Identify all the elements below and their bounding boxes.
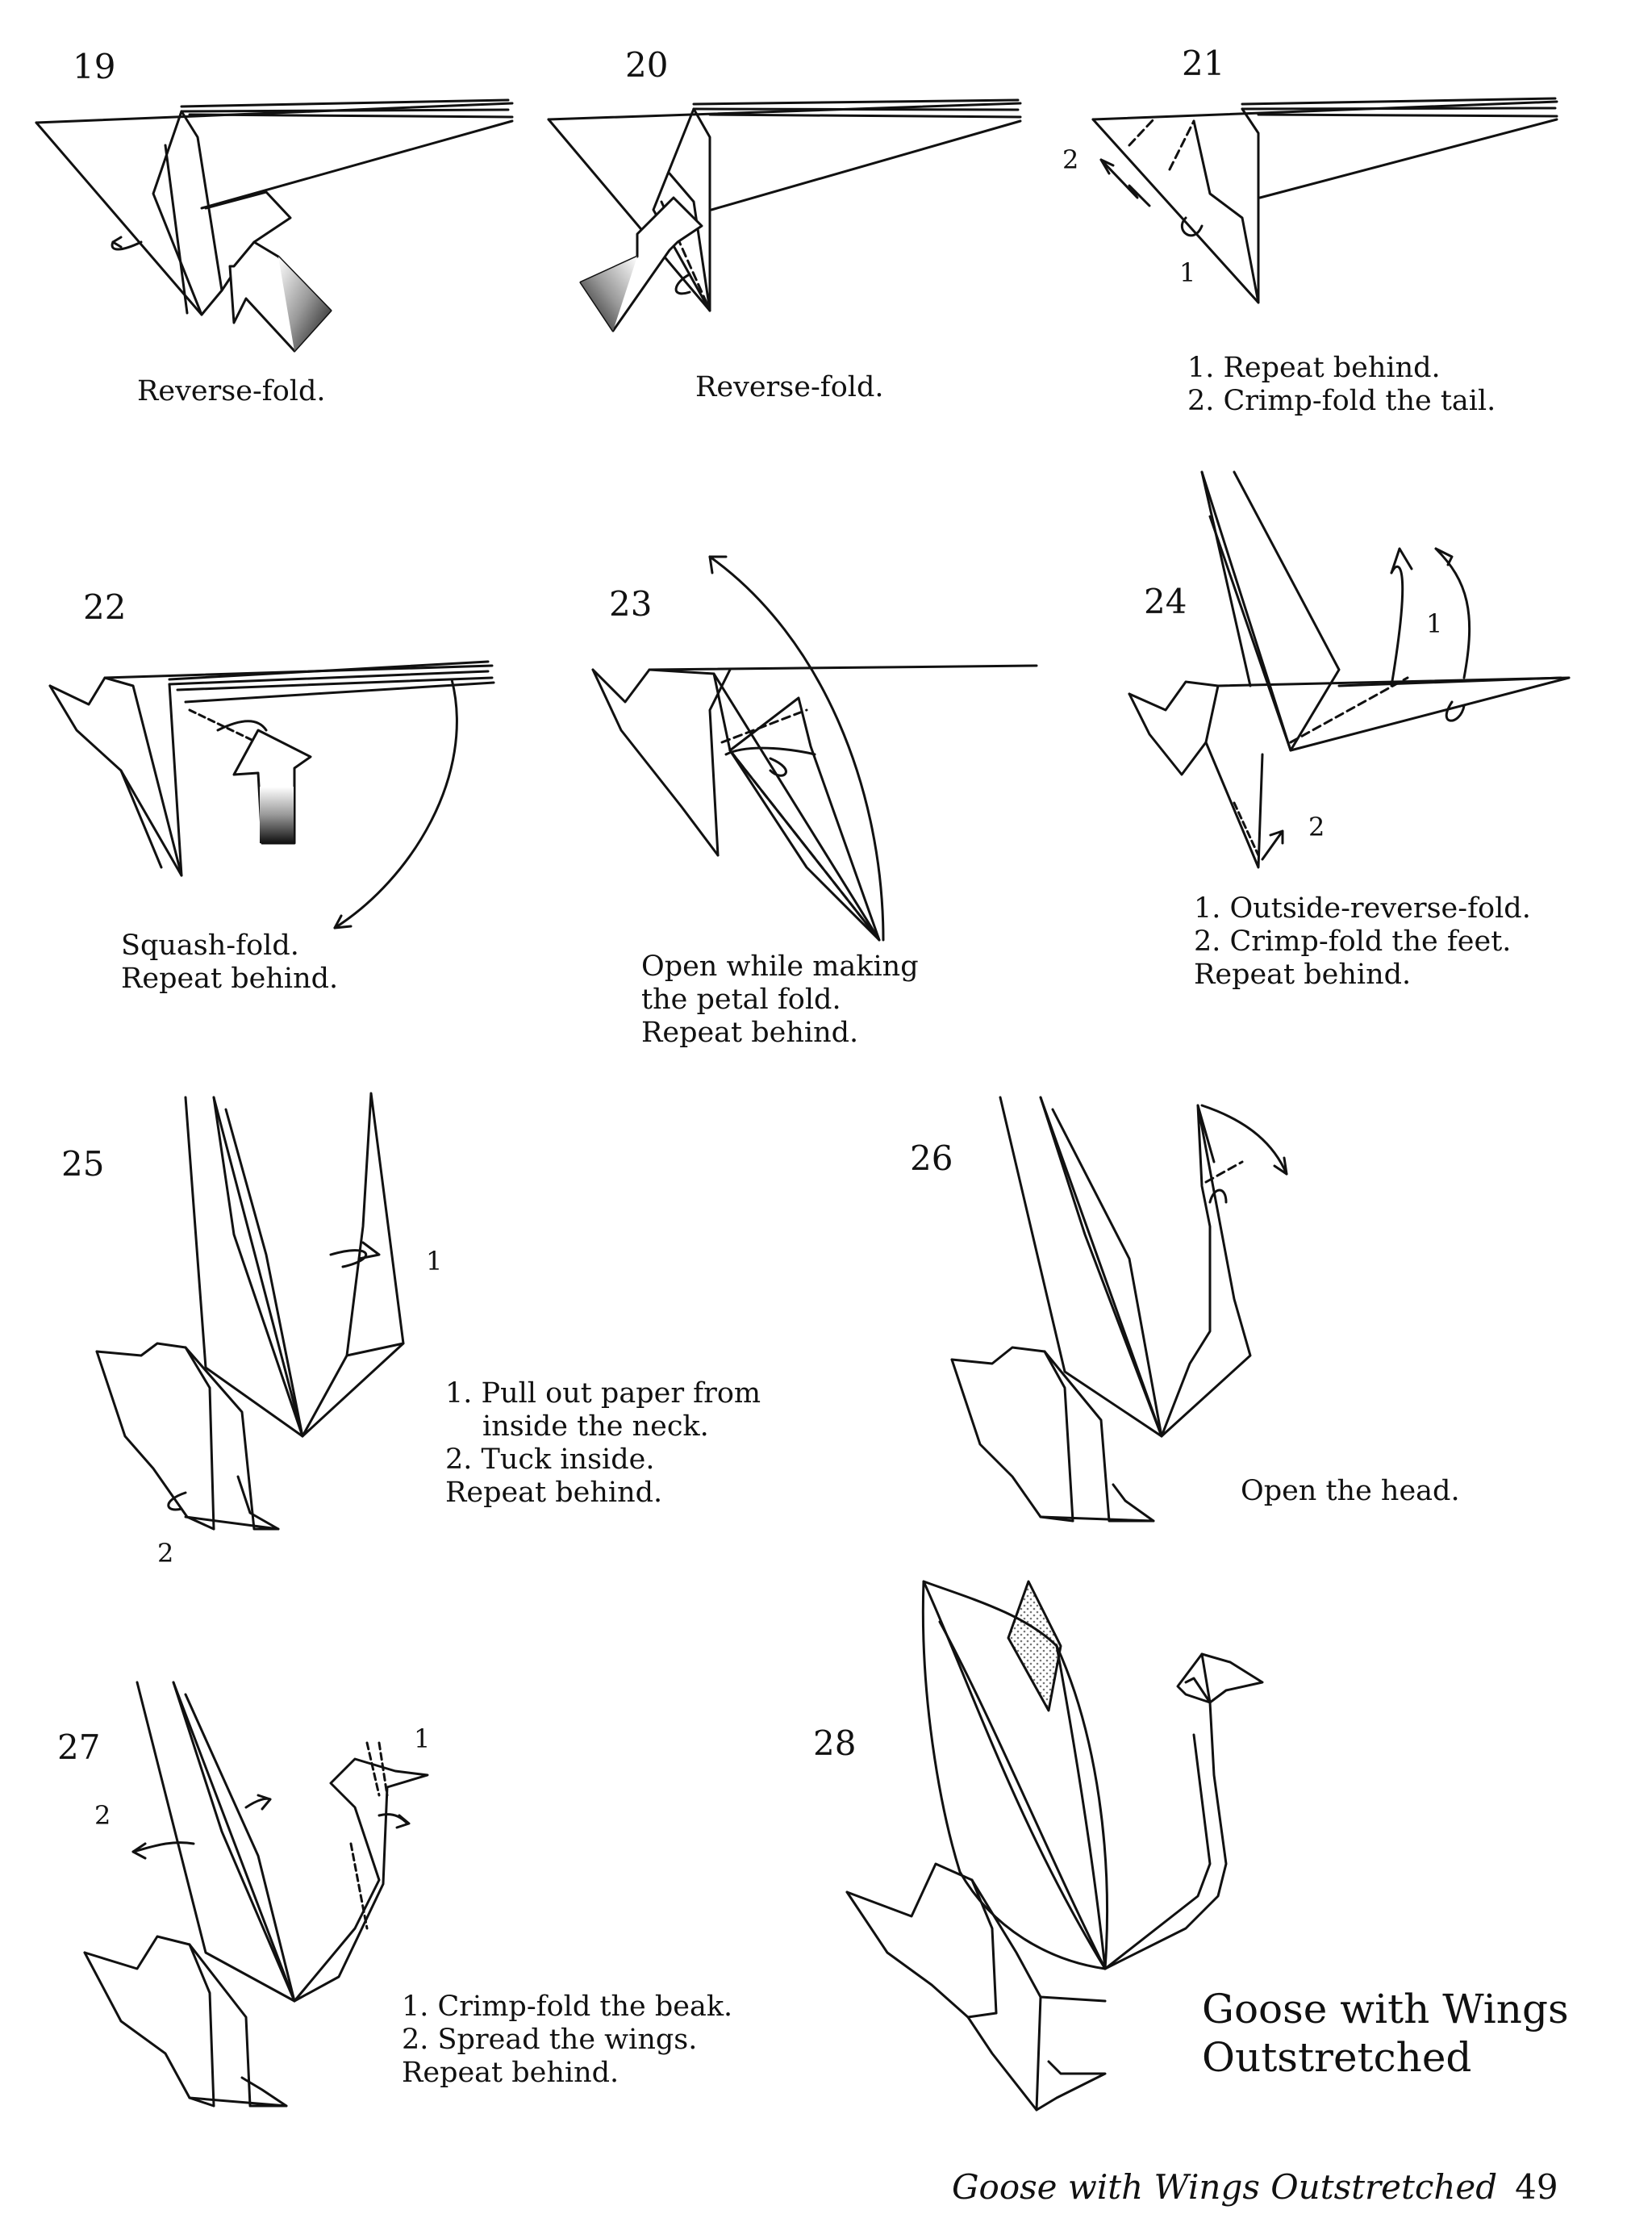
- step-number: 27: [57, 1727, 101, 1767]
- fold-label: 2: [1308, 812, 1325, 842]
- step-22-caption: Squash-fold. Repeat behind.: [121, 930, 339, 995]
- step-number: 24: [1144, 582, 1187, 621]
- step-number: 26: [910, 1138, 953, 1178]
- step-27-caption: 1. Crimp-fold the beak. 2. Spread the wi…: [402, 1991, 733, 2089]
- step-number: 21: [1182, 44, 1225, 83]
- step-26-caption: Open the head.: [1241, 1475, 1460, 1507]
- step-28-drawing: [847, 1581, 1262, 2110]
- step-23-caption: Open while making the petal fold. Repeat…: [641, 950, 919, 1049]
- step-23-drawing: [593, 557, 1037, 940]
- fold-label: 2: [1062, 144, 1079, 175]
- step-25-drawing: [97, 1093, 403, 1529]
- fold-label: 1: [1179, 257, 1196, 288]
- page-number: 49: [1515, 2167, 1558, 2207]
- step-24-drawing: [1129, 472, 1569, 867]
- step-22-drawing: [50, 662, 494, 928]
- step-number: 25: [61, 1144, 105, 1184]
- step-number: 22: [83, 587, 127, 627]
- fold-label: 1: [426, 1246, 443, 1276]
- step-27-drawing: [85, 1682, 428, 2106]
- final-model-title: Goose with Wings Outstretched: [1202, 1986, 1569, 2081]
- fold-label: 1: [1426, 608, 1443, 639]
- fold-label: 2: [157, 1538, 174, 1569]
- step-21-caption: 1. Repeat behind. 2. Crimp-fold the tail…: [1187, 352, 1496, 417]
- step-number: 19: [73, 47, 116, 86]
- footer-title: Goose with Wings Outstretched: [952, 2167, 1498, 2207]
- fold-label: 2: [94, 1800, 111, 1831]
- step-number: 28: [813, 1723, 857, 1763]
- step-26-drawing: [952, 1097, 1287, 1521]
- step-number: 23: [609, 584, 653, 624]
- step-21-drawing: [1093, 98, 1557, 303]
- page-footer: Goose with Wings Outstretched 49: [952, 2170, 1558, 2204]
- step-number: 20: [625, 45, 669, 85]
- step-19-drawing: [36, 100, 512, 351]
- step-24-caption: 1. Outside-reverse-fold. 2. Crimp-fold t…: [1194, 892, 1531, 991]
- step-25-caption: 1. Pull out paper from inside the neck. …: [445, 1377, 761, 1509]
- step-20-caption: Reverse-fold.: [695, 371, 884, 403]
- step-20-drawing: [549, 100, 1020, 331]
- fold-label: 1: [414, 1723, 431, 1754]
- step-19-caption: Reverse-fold.: [137, 375, 326, 407]
